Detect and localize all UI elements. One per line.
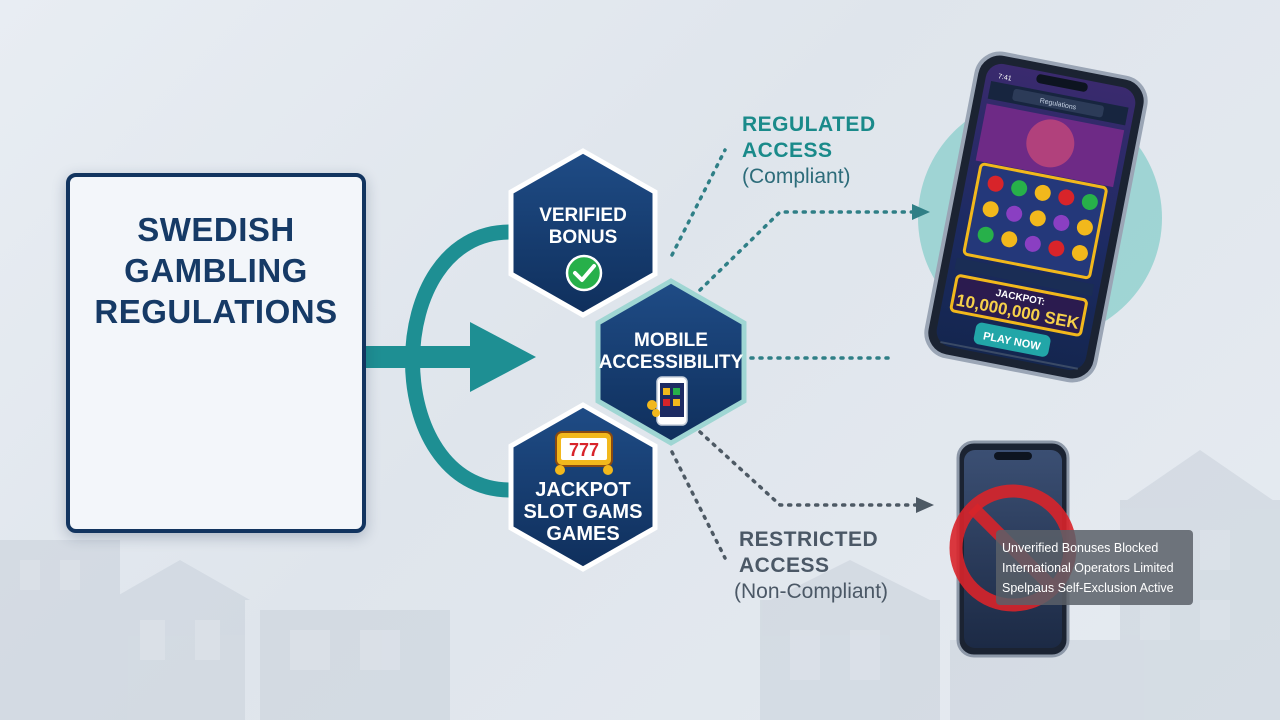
jackpot-label: JACKPOT SLOT GAMS GAMES [511, 479, 655, 545]
regulations-title-line: SWEDISH [137, 211, 295, 248]
restricted-access-title-line: ACCESS [739, 554, 830, 577]
regulated-access-label: REGULATED ACCESS (Compliant) [742, 112, 876, 190]
svg-text:777: 777 [569, 440, 599, 460]
restricted-arrow-tip [916, 497, 934, 513]
jackpot-label-line: SLOT GAMS [523, 501, 643, 523]
dotted-connectors-restricted [670, 430, 918, 560]
jackpot-hexagon [508, 402, 658, 572]
verified-bonus-hexagon [508, 148, 658, 318]
swedish-regulations-box: SWEDISH GAMBLING REGULATIONS [66, 173, 366, 533]
jackpot-label-line: JACKPOT [535, 479, 631, 501]
regulations-title: SWEDISH GAMBLING REGULATIONS [70, 209, 362, 332]
jackpot-label-line: GAMES [546, 523, 620, 545]
verified-bonus-label-line: BONUS [548, 227, 618, 248]
phone-status-time: 7:41 [997, 73, 1012, 82]
regulated-access-subtitle: (Compliant) [742, 165, 851, 188]
mobile-accessibility-label-line: ACCESSIBILITY [598, 352, 744, 373]
regulated-access-title-line: REGULATED [742, 113, 876, 136]
arrow-shaft [366, 346, 476, 368]
arrow-head [470, 322, 536, 392]
restriction-notice-line: International Operators Limited [1002, 561, 1174, 575]
restricted-access-subtitle: (Non-Compliant) [734, 580, 889, 603]
verified-bonus-label-line: VERIFIED [539, 205, 627, 226]
restriction-notice: Unverified Bonuses Blocked International… [996, 530, 1193, 605]
mobile-accessibility-hexagon [595, 278, 747, 446]
restricted-access-title-line: RESTRICTED [739, 528, 879, 551]
restricted-access-label: RESTRICTED ACCESS (Non-Compliant) [734, 527, 888, 605]
slot-machine-icon: 777 [555, 431, 613, 475]
restriction-notice-line: Spelpaus Self-Exclusion Active [1002, 581, 1174, 595]
check-icon [565, 254, 603, 292]
regulated-arrow-tip [912, 204, 930, 220]
mobile-phone-icon [647, 376, 688, 426]
regulations-title-line: GAMBLING [124, 252, 308, 289]
verified-bonus-label: VERIFIED BONUS [511, 205, 655, 249]
compliant-phone [924, 51, 1148, 383]
dotted-connectors [670, 148, 914, 360]
regulations-title-line: REGULATIONS [94, 293, 338, 330]
mobile-accessibility-label: MOBILE ACCESSIBILITY [598, 330, 744, 374]
regulated-access-title-line: ACCESS [742, 139, 833, 162]
restriction-notice-line: Unverified Bonuses Blocked [1002, 541, 1159, 555]
mobile-accessibility-label-line: MOBILE [634, 330, 708, 351]
